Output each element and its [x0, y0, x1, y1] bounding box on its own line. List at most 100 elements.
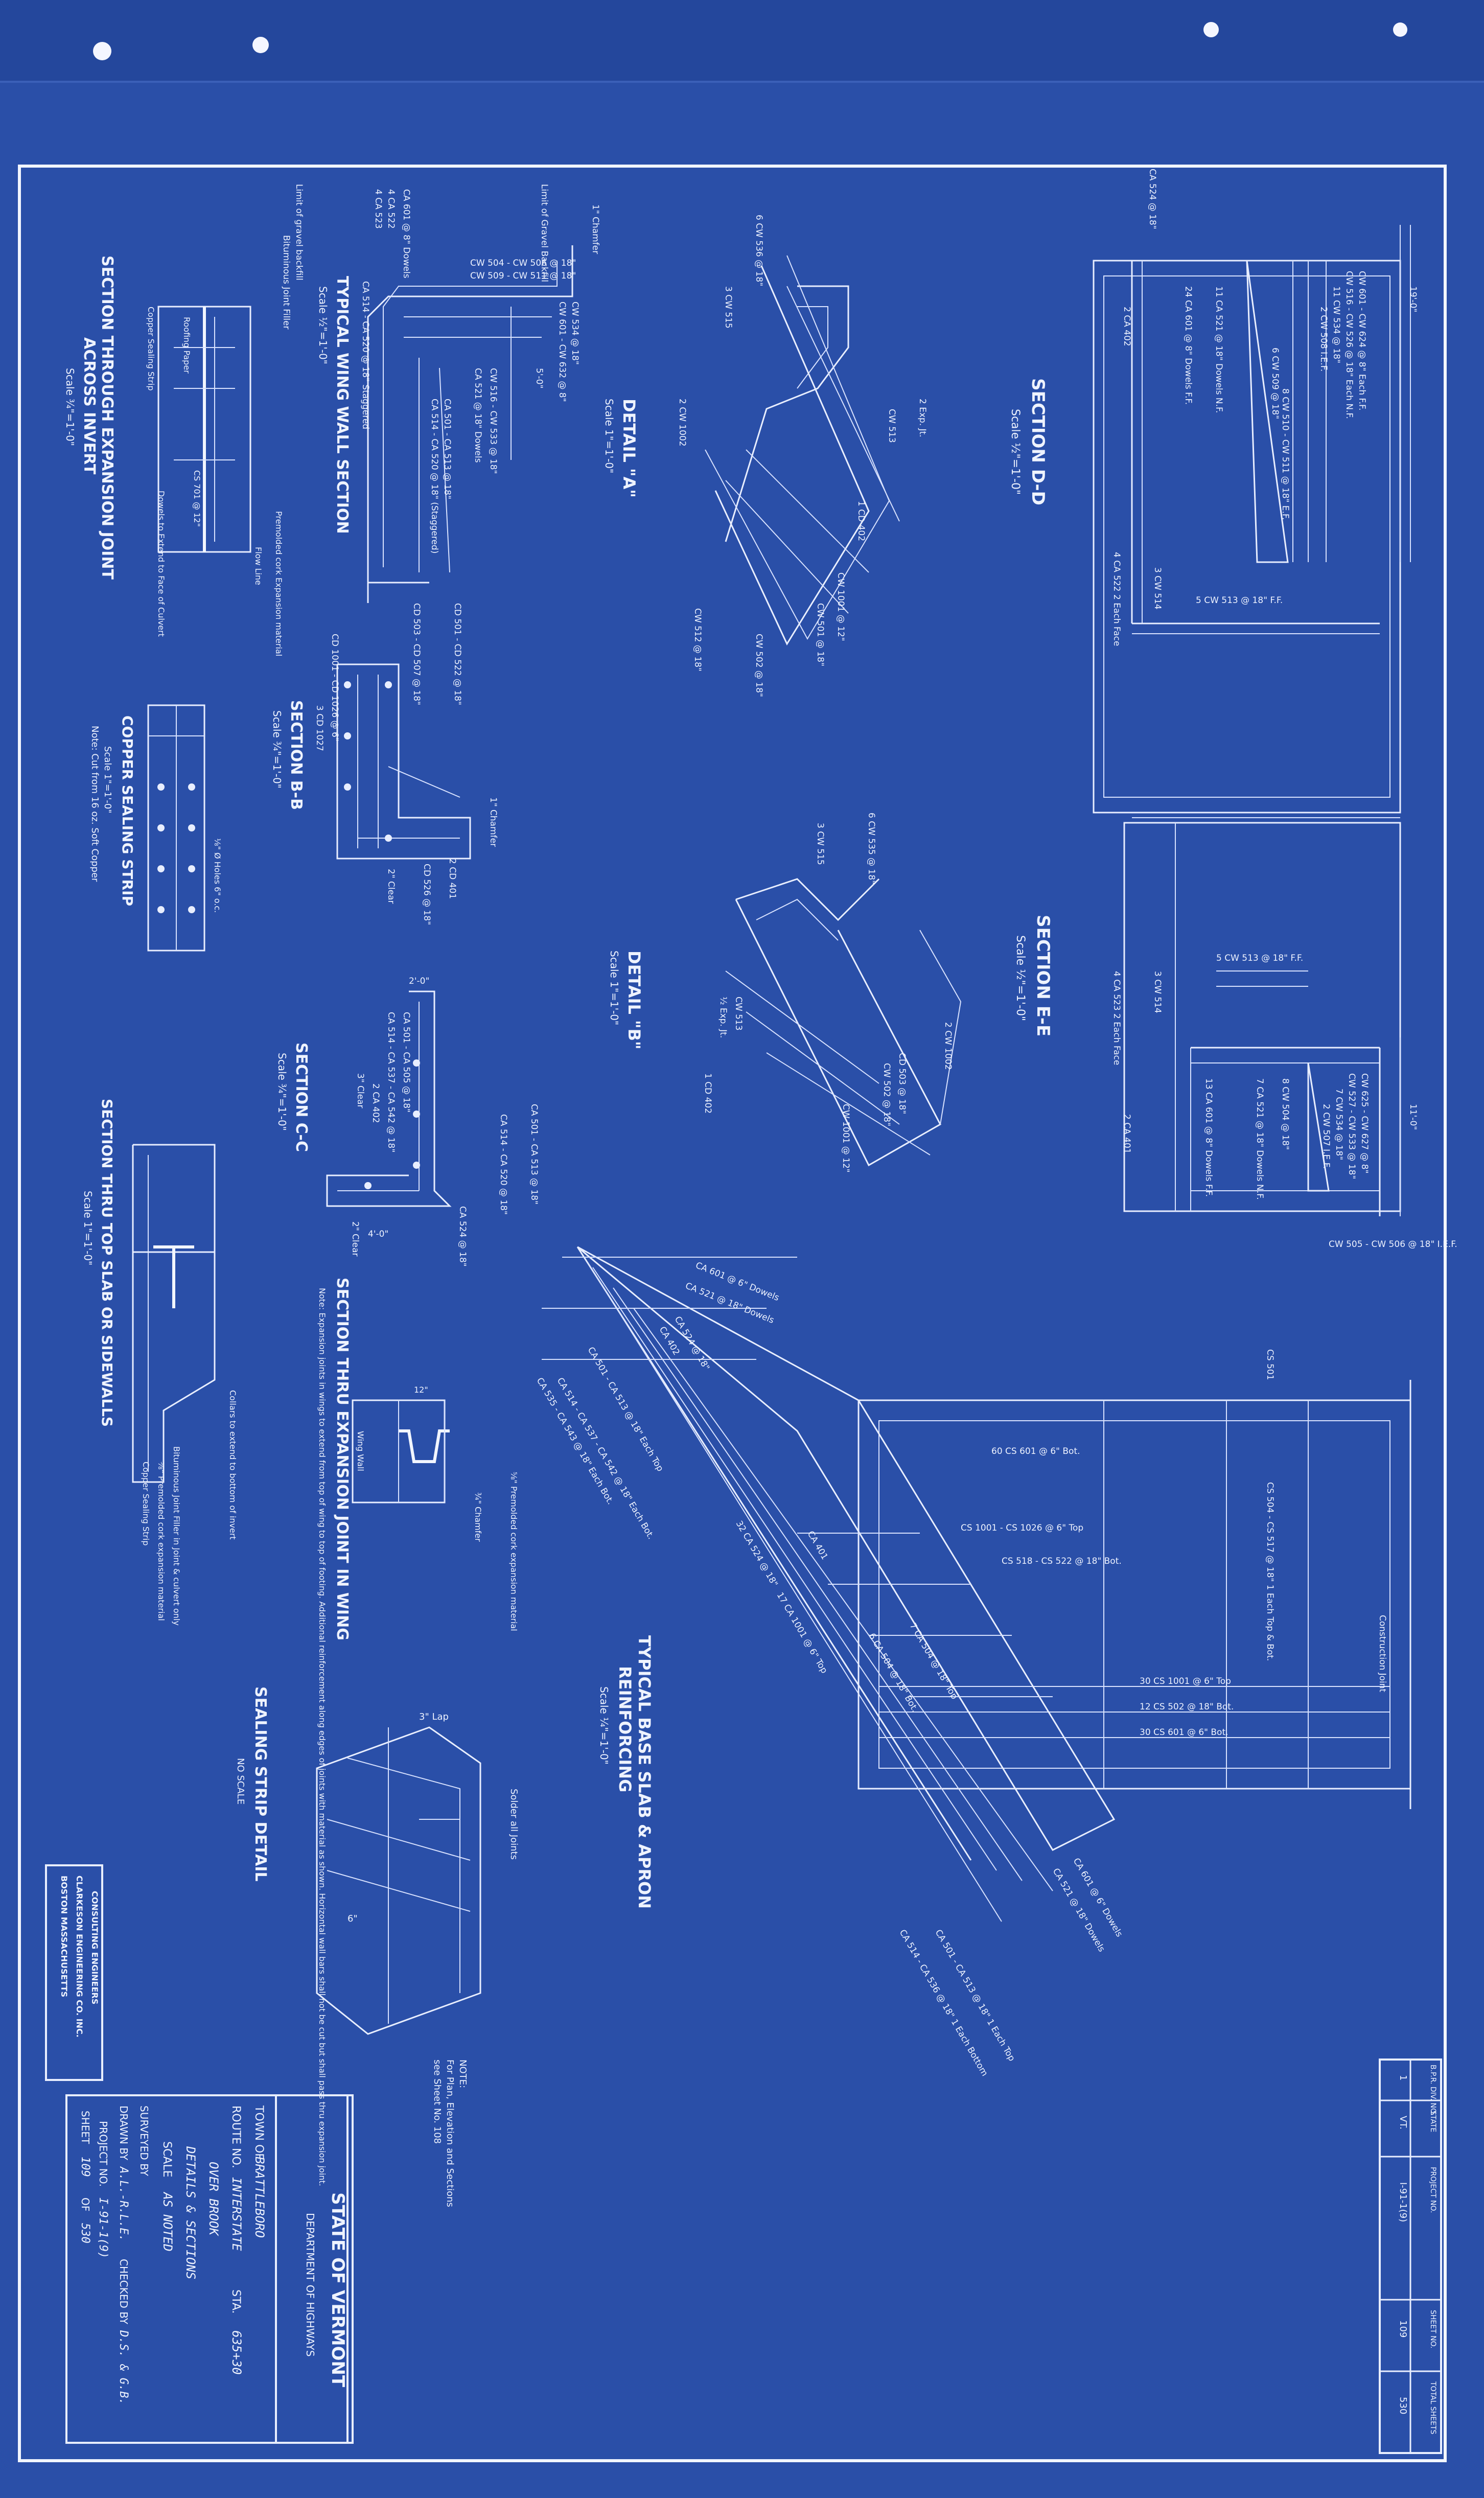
label: CW 601 - CW 624 @ 8" Each F.F. — [1357, 271, 1367, 410]
label: CA 501 - CA 513 @ 18" — [442, 399, 452, 499]
label: CA 521 @ 18" Dowels — [1051, 1867, 1107, 1954]
label: 3 CW 514 — [1152, 971, 1163, 1013]
label: CA 501 - CA 513 @ 18" — [529, 1104, 539, 1205]
tb-drawn: A.L.-R.L.E. — [117, 2166, 130, 2241]
label: CW 516 - CW 533 @ 18" — [488, 368, 498, 474]
pt-header: TOTAL SHEETS — [1429, 2381, 1437, 2435]
title-top-slab: SECTION THRU TOP SLAB OR SIDEWALLS — [99, 1099, 115, 1427]
label: CA 524 @ 18" — [457, 1206, 468, 1267]
label: CW 509 - CW 511 @ 18" — [470, 271, 576, 281]
label: CS 701 @ 12" — [192, 470, 202, 527]
label: CS 518 - CS 522 @ 18" Bot. — [1002, 1556, 1122, 1566]
label: 5'-0" — [534, 368, 544, 388]
label: CW 501 @ 18" — [815, 603, 825, 666]
pt-header: STATE — [1429, 2111, 1437, 2132]
label: CD 526 @ 18" — [422, 864, 432, 925]
tb-town-label: TOWN OF — [252, 2105, 265, 2160]
label: 4'-0" — [368, 1229, 388, 1239]
label: CW 513 — [887, 409, 897, 443]
label: 3" Lap — [419, 1711, 449, 1722]
pt-header: SHEET NO. — [1429, 2310, 1437, 2348]
label: 2" Clear — [386, 869, 396, 904]
label: 2 CA 402 — [1122, 307, 1132, 346]
label: CA 514 - CA 520 @ 18" Staggered — [360, 281, 370, 429]
copper-strip-drawing — [147, 704, 205, 952]
tb-project: I-91-1(9) — [97, 2198, 109, 2258]
tb-of-label: OF — [79, 2198, 91, 2211]
scale-wing-wall: Scale ½"=1'-0" — [317, 286, 329, 364]
scale-detail-b: Scale 1"=1'-0" — [608, 951, 620, 1025]
label: 60 CS 601 @ 6" Bot. — [991, 1446, 1080, 1456]
label: CA 514 - CA 520 @ 18" (Staggered) — [429, 399, 439, 553]
note-heading: NOTE: — [457, 2060, 468, 2088]
consultant-line: BOSTON MASSACHUSETTS — [59, 1876, 69, 1997]
label: CW 527 - CW 533 @ 18" — [1347, 1073, 1357, 1179]
label: Dowels to Extend to Face of Culvert — [156, 491, 166, 637]
tb-of: 530 — [79, 2223, 91, 2243]
tb-checked-label: CHECKED BY — [118, 2259, 130, 2325]
label: Roofing Paper — [182, 317, 192, 374]
label: CW 512 @ 18" — [692, 608, 703, 672]
title-sealing: SEALING STRIP DETAIL — [251, 1686, 269, 1882]
label: 11 CA 521 @ 18" Dowels N.F. — [1214, 286, 1224, 413]
wing-wall-drawing — [367, 245, 573, 603]
tb-state: STATE OF VERMONT — [328, 2192, 348, 2388]
pt-header: B.P.R. DIV. NO. — [1429, 2065, 1437, 2116]
label: 32 CA 524 @ 18" — [734, 1519, 780, 1589]
note-line: For Plan, Elevation and Sections — [445, 2060, 455, 2207]
title-block — [65, 2094, 354, 2444]
scale-ee: Scale ½"=1'-0" — [1014, 935, 1027, 1021]
label: CW 1001 @ 12" — [841, 1104, 851, 1173]
tb-route: INTERSTATE — [229, 2177, 244, 2251]
project-table — [1379, 2058, 1442, 2454]
label: 2 CW 1002 — [677, 399, 687, 447]
label: ¾" Chamfer — [473, 1492, 483, 1542]
label: ½ Exp. Jt. — [718, 997, 728, 1038]
label: CA 514 - CA 537 - CA 542 @ 18" — [386, 1012, 396, 1152]
section-ee-drawing — [1123, 822, 1401, 1216]
note-exp-wing: Note: Expansion joints in wings to exten… — [317, 1288, 327, 2186]
label: 12" — [414, 1385, 428, 1395]
label: CW 601 - CW 632 @ 8" — [557, 302, 567, 402]
pt-cell: 109 — [1398, 2320, 1408, 2338]
scale-copper: Scale 1"=1'-0" — [102, 746, 113, 814]
label: ⅝" Premolded cork expansion material — [156, 1462, 166, 1621]
label: CW 502 @ 18" — [882, 1063, 892, 1126]
tb-dept: DEPARTMENT OF HIGHWAYS — [304, 2213, 316, 2356]
label: 6 CW 535 @ 18" — [866, 813, 876, 884]
consultant-line: CONSULTING ENGINEERS — [90, 1891, 100, 2004]
title-section-dd: SECTION D-D — [1028, 378, 1048, 505]
label: 3 CD 1027 — [314, 705, 324, 751]
label: 2 CA 402 — [370, 1083, 381, 1123]
label: 5 CW 513 @ 18" F.F. — [1216, 953, 1303, 963]
title-invert-2: ACROSS INVERT — [80, 337, 98, 475]
label: Flow Line — [253, 547, 263, 585]
punch-hole — [93, 42, 111, 60]
scale-dd: Scale ½"=1'-0" — [1009, 409, 1022, 495]
scale-bb: Scale ¾"=1'-0" — [271, 710, 283, 789]
label: 5 CW 513 @ 18" F.F. — [1196, 595, 1283, 606]
tb-sheet-label: SHEET — [79, 2111, 91, 2144]
label: 3 CW 515 — [723, 286, 733, 329]
title-base-2: REINFORCING — [615, 1666, 635, 1792]
label: 2 CD 401 — [447, 859, 457, 899]
label: CA 524 @ 18" — [673, 1315, 712, 1373]
scale-invert: Scale ¾"=1'-0" — [64, 368, 76, 446]
title-exp-wing: SECTION THRU EXPANSION JOINT IN WING — [333, 1278, 351, 1640]
tb-details: DETAILS & SECTIONS — [183, 2146, 198, 2279]
label: CA 601 @ 8" Dowels — [401, 189, 411, 279]
label: CD 501 - CD 522 @ 18" — [452, 603, 462, 705]
section-bb-drawing — [336, 663, 471, 860]
tb-drawn-label: DRAWN BY — [118, 2106, 130, 2161]
tb-surveyed: SURVEYED BY — [138, 2106, 150, 2177]
label: ⅝" Premolded cork expansion material — [509, 1472, 519, 1631]
label: CS 501 — [1265, 1349, 1275, 1380]
detail-b-drawing — [725, 878, 962, 1167]
punch-hole — [1393, 22, 1407, 37]
label: 2 CW 507 I.E.F. — [1321, 1104, 1331, 1169]
tb-scale-label: SCALE — [160, 2141, 173, 2178]
label: 4 CA 522 2 Each Face — [1111, 552, 1122, 646]
title-detail-b: DETAIL "B" — [624, 951, 644, 1050]
pt-cell: 530 — [1398, 2397, 1408, 2414]
